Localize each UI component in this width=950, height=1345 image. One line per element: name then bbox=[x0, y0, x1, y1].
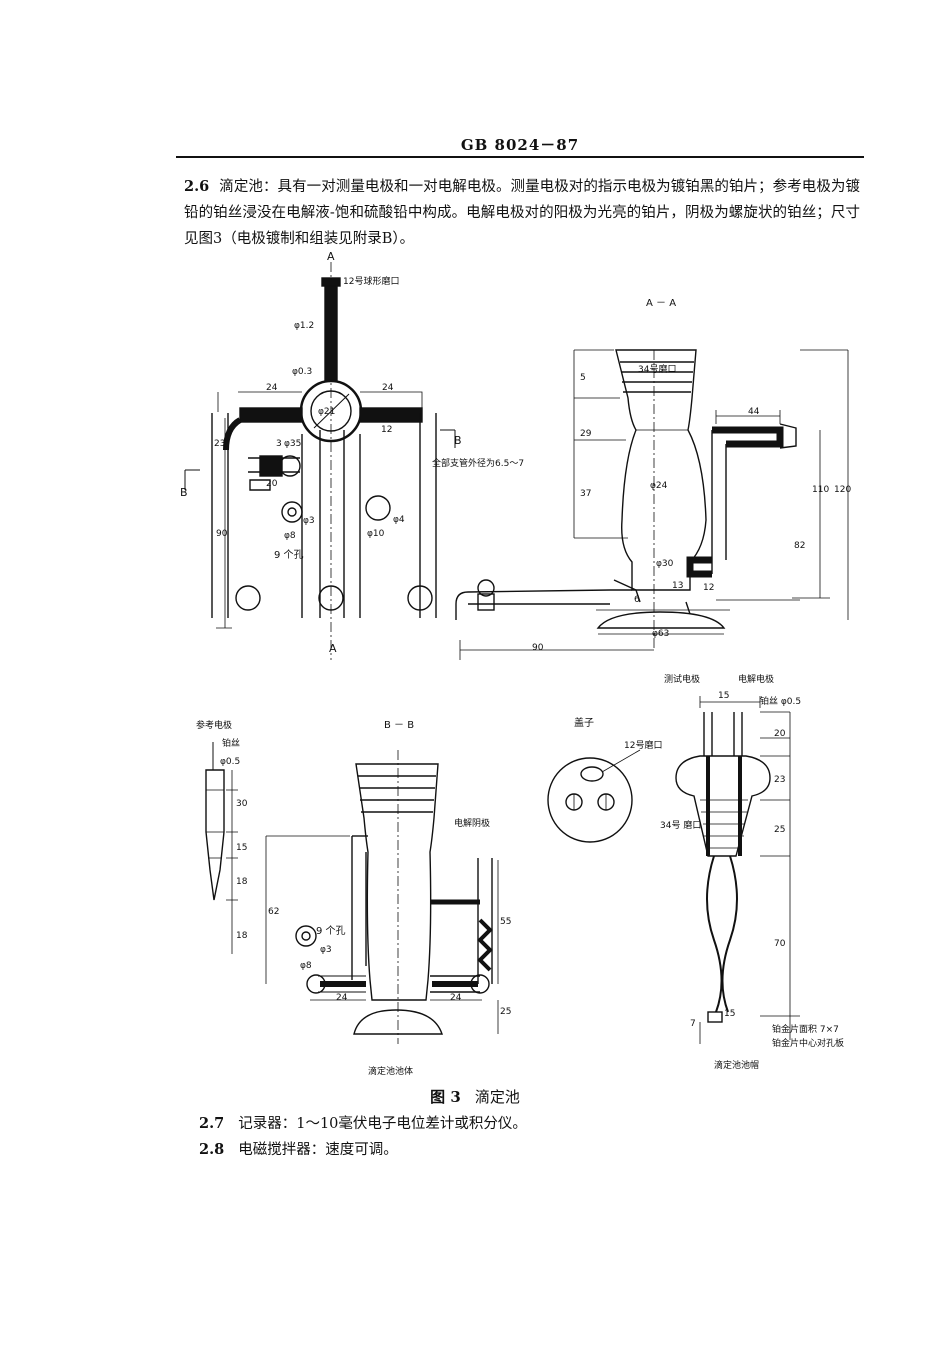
dim-24b: 24 bbox=[382, 383, 394, 393]
label-cell-cap: 滴定池池帽 bbox=[714, 1059, 759, 1071]
dim-15c: 15 bbox=[724, 1009, 735, 1019]
label-phi-21: φ21 bbox=[318, 407, 335, 417]
dim-20b: 20 bbox=[774, 729, 786, 739]
cap-view bbox=[547, 749, 641, 843]
label-joint-12: 12号磨口 bbox=[624, 740, 662, 751]
dim-30: 30 bbox=[236, 799, 248, 809]
label-phi-3-5: φ35 bbox=[284, 439, 301, 449]
dim-24d: 24 bbox=[450, 993, 462, 1003]
dim-23b: 23 bbox=[774, 775, 785, 785]
label-joint-34b: 34号 磨口 bbox=[660, 820, 701, 831]
dim-6: 6 bbox=[634, 595, 640, 605]
dim-82: 82 bbox=[794, 541, 805, 551]
dim-90b: 90 bbox=[532, 643, 544, 653]
figure-number: 图 3 bbox=[430, 1088, 461, 1106]
label-phi-30: φ30 bbox=[656, 559, 674, 569]
figure-3-drawing: A 12号球形磨口 φ1.2 φ0.3 φ21 24 24 23 3 φ35 1… bbox=[180, 250, 851, 1077]
dim-15b: 15 bbox=[718, 691, 729, 701]
label-nine-holes-a: 9 个孔 bbox=[274, 549, 304, 561]
section-bb-view bbox=[265, 750, 499, 1044]
dim-90a: 90 bbox=[216, 529, 228, 539]
figure-caption: 图 3 滴定池 bbox=[0, 1086, 950, 1107]
label-branch-od: 全部支管外径为6.5～7 bbox=[432, 457, 524, 469]
label-view-aa: A － A bbox=[646, 298, 676, 309]
label-ref-electrode: 参考电极 bbox=[196, 719, 232, 731]
dim-23: 23 bbox=[214, 439, 225, 449]
label-cap: 盖子 bbox=[574, 716, 594, 729]
label-ball-joint: 12号球形磨口 bbox=[343, 275, 399, 287]
dim-18a: 18 bbox=[236, 877, 248, 887]
figure-title: 滴定池 bbox=[474, 1088, 520, 1106]
label-pt-area: 铂金片面积 7×7 bbox=[772, 1023, 839, 1035]
label-nine-holes-b: 9 个孔 bbox=[316, 925, 346, 937]
dim-29: 29 bbox=[580, 429, 592, 439]
dim-55: 55 bbox=[500, 917, 511, 927]
label-view-bb: B － B bbox=[384, 720, 414, 731]
label-electrolysis-electrode: 电解电极 bbox=[738, 673, 774, 685]
dim-20: 20 bbox=[266, 479, 278, 489]
dim-25a: 25 bbox=[500, 1007, 511, 1017]
label-phi-4: φ4 bbox=[393, 515, 405, 525]
label-phi-0-5a: φ0.5 bbox=[220, 757, 240, 767]
label-phi-8a: φ8 bbox=[284, 531, 296, 541]
dim-15a: 15 bbox=[236, 843, 247, 853]
dim-7: 7 bbox=[690, 1019, 696, 1029]
dim-3: 3 bbox=[276, 439, 282, 449]
label-section-a-bottom: A bbox=[329, 642, 337, 655]
label-joint-34a: 34号磨口 bbox=[638, 364, 676, 375]
label-phi-1-2: φ1.2 bbox=[294, 321, 314, 331]
dim-44: 44 bbox=[748, 407, 760, 417]
dim-13: 13 bbox=[672, 581, 683, 591]
label-cathode: 电解阴极 bbox=[454, 817, 490, 829]
label-phi-24: φ24 bbox=[650, 481, 668, 491]
header-rule bbox=[176, 156, 864, 158]
label-measure-electrode: 测试电极 bbox=[664, 673, 700, 685]
dim-25b: 25 bbox=[774, 825, 785, 835]
label-pt-wire: 铂丝 bbox=[222, 737, 240, 749]
label-section-b-right: B bbox=[454, 434, 462, 447]
label-phi-3b: φ3 bbox=[320, 945, 332, 955]
item-text: 电磁搅拌器：速度可调。 bbox=[238, 1142, 398, 1158]
dim-5: 5 bbox=[580, 373, 586, 383]
label-phi-10: φ10 bbox=[367, 529, 385, 539]
reference-electrode bbox=[205, 742, 238, 954]
section-aa-view bbox=[455, 349, 849, 660]
label-pt-wire-05: 铂丝 φ0.5 bbox=[760, 695, 801, 707]
plan-view bbox=[184, 262, 456, 660]
cell-cap-view bbox=[675, 696, 800, 1044]
document-header: GB 8024－87 bbox=[460, 136, 580, 154]
dim-12b: 12 bbox=[703, 583, 714, 593]
item-number: 2.7 bbox=[199, 1115, 225, 1132]
dim-37: 37 bbox=[580, 489, 591, 499]
label-section-a-top: A bbox=[327, 250, 335, 263]
label-section-b-left: B bbox=[180, 486, 188, 499]
item-2-8: 2.8 电磁搅拌器：速度可调。 bbox=[199, 1138, 398, 1159]
dim-24a: 24 bbox=[266, 383, 278, 393]
section-text: 滴定池：具有一对测量电极和一对电解电极。测量电极对的指示电极为镀铂黑的铂片；参考… bbox=[184, 179, 860, 247]
dim-18b: 18 bbox=[236, 931, 248, 941]
item-text: 记录器：1～10毫伏电子电位差计或积分仪。 bbox=[238, 1116, 527, 1132]
item-2-7: 2.7 记录器：1～10毫伏电子电位差计或积分仪。 bbox=[199, 1112, 527, 1133]
item-number: 2.8 bbox=[199, 1141, 225, 1158]
label-pt-center: 铂金片中心对孔板 bbox=[772, 1037, 844, 1049]
dim-12a: 12 bbox=[381, 425, 392, 435]
label-phi-3a: φ3 bbox=[303, 516, 315, 526]
dim-70: 70 bbox=[774, 939, 786, 949]
label-phi-0-3: φ0.3 bbox=[292, 367, 312, 377]
label-cell-body: 滴定池池体 bbox=[368, 1065, 413, 1077]
label-phi-8b: φ8 bbox=[300, 961, 312, 971]
label-phi-63: φ63 bbox=[652, 629, 669, 639]
dim-24c: 24 bbox=[336, 993, 348, 1003]
dim-62: 62 bbox=[268, 907, 279, 917]
section-number: 2.6 bbox=[184, 178, 210, 195]
dim-120: 120 bbox=[834, 485, 851, 495]
dim-110: 110 bbox=[812, 485, 829, 495]
